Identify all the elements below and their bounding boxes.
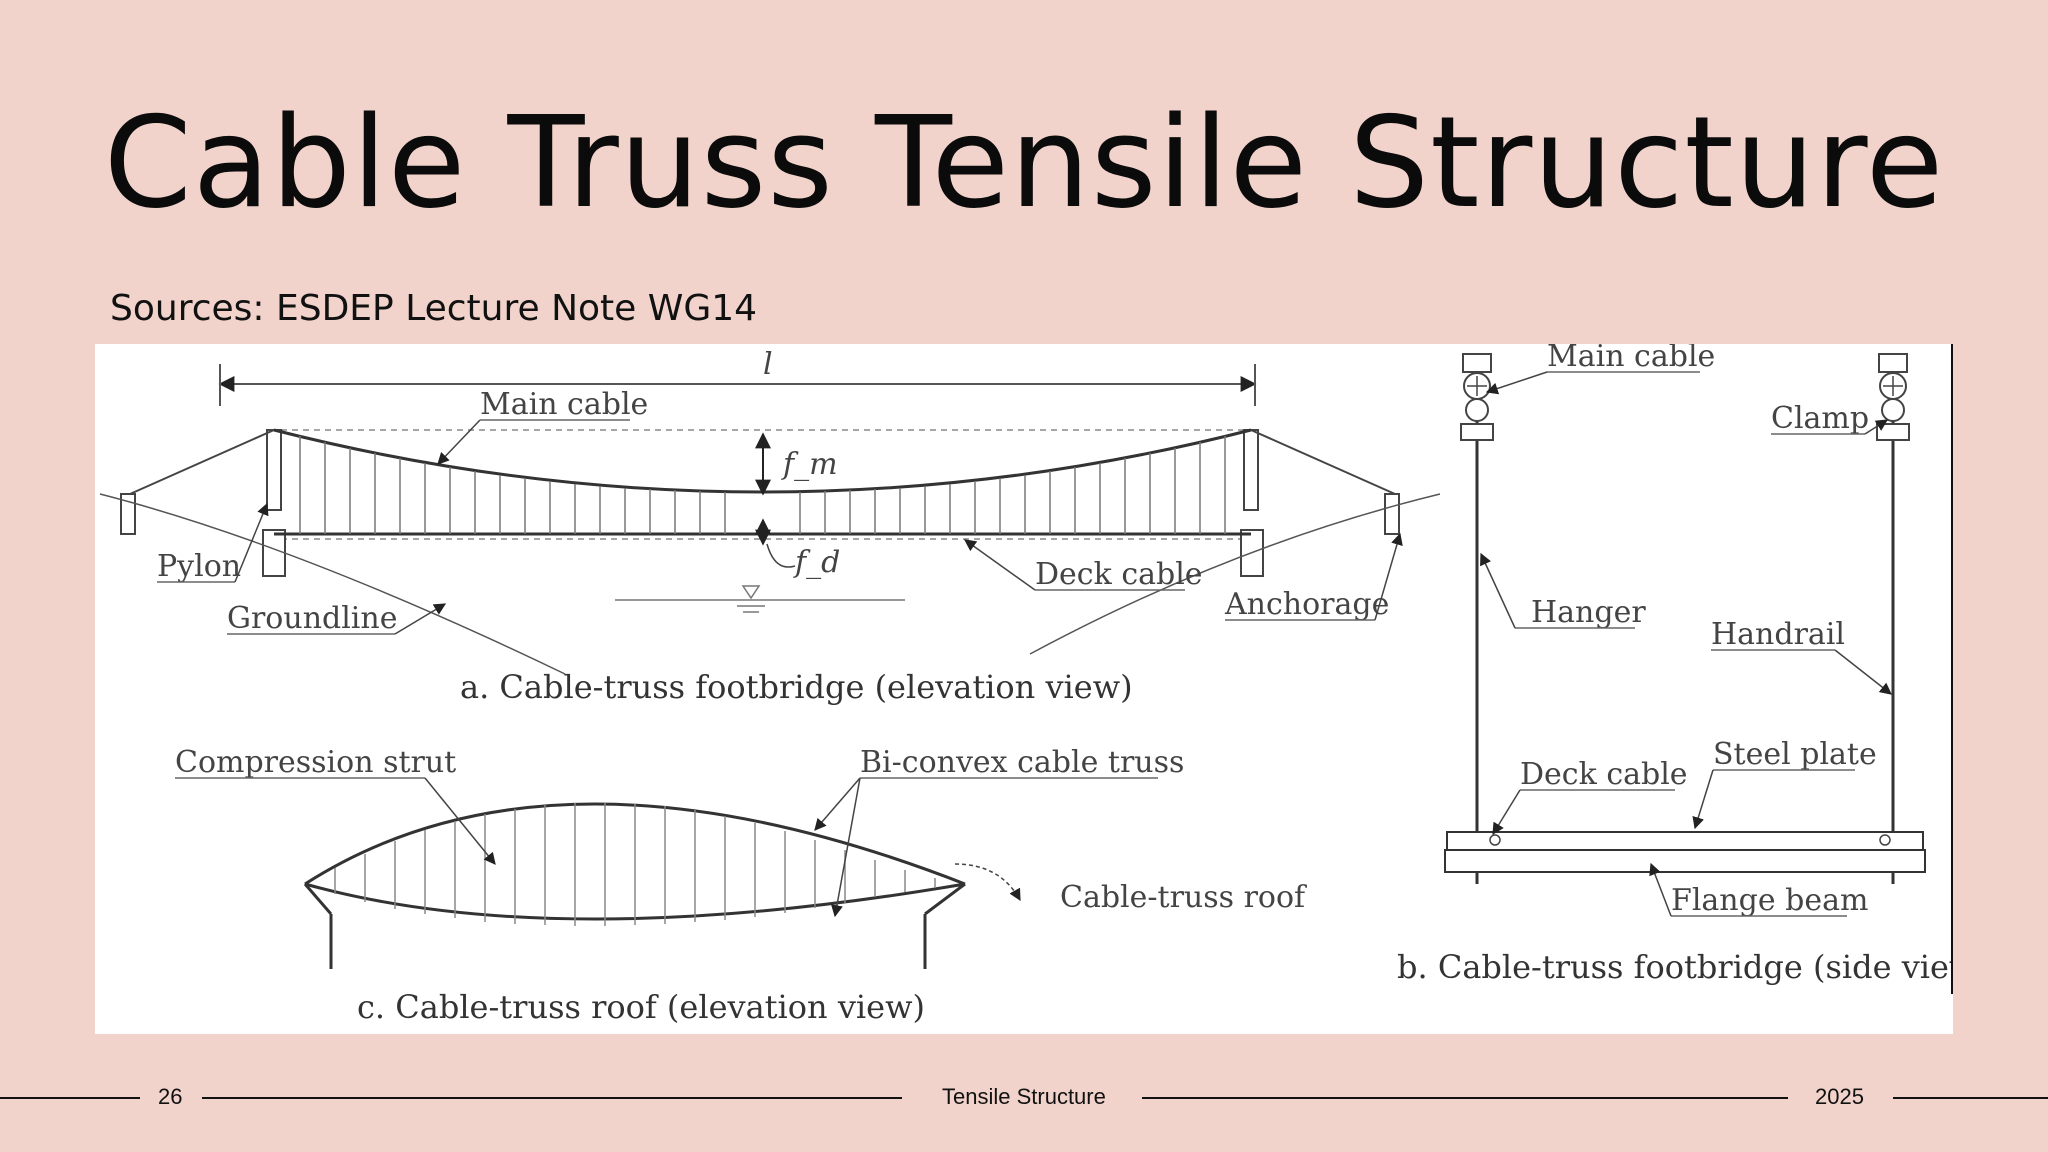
elevation-view: l: [99, 347, 1441, 706]
hanger-label: Hanger: [1531, 595, 1646, 630]
deck-plate: [1446, 831, 1924, 851]
roof-caption: c. Cable-truss roof (elevation view): [357, 988, 925, 1026]
roof-view: Compression strut Bi-convex cable truss …: [175, 745, 1307, 1026]
left-anchorage: [120, 493, 136, 535]
groundline-label: Groundline: [227, 601, 397, 636]
side-deck-cable-label: Deck cable: [1520, 757, 1688, 792]
footer-rule-right: [1893, 1097, 2048, 1099]
footer-rule-left: [0, 1097, 140, 1099]
deck-cable-label: Deck cable: [1035, 557, 1203, 592]
compression-strut-label: Compression strut: [175, 745, 456, 780]
biconvex-cable-truss-label: Bi-convex cable truss: [860, 745, 1184, 780]
page-number: 26: [158, 1084, 183, 1109]
right-main-cable-clamp: [1878, 353, 1908, 373]
clamp-label: Clamp: [1771, 401, 1869, 436]
flange-beam-label: Flange beam: [1671, 883, 1868, 918]
flange-beam: [1444, 849, 1926, 873]
pylon-label: Pylon: [157, 549, 241, 584]
main-cable-label: Main cable: [480, 387, 648, 422]
footer-rule-mid-right: [1142, 1097, 1788, 1099]
side-view: Main cable Clamp Hanger Handrail Steel p…: [1397, 344, 1953, 994]
right-pylon: [1243, 429, 1259, 511]
roof-top-cable: [304, 802, 966, 886]
steel-plate-label: Steel plate: [1713, 737, 1877, 772]
cable-truss-figure: l: [95, 344, 1953, 1034]
elevation-caption: a. Cable-truss footbridge (elevation vie…: [460, 668, 1133, 706]
slide-title: Cable Truss Tensile Structure: [103, 89, 1945, 236]
left-main-cable-clamp: [1462, 353, 1492, 373]
cable-truss-roof-label: Cable-truss roof: [1060, 880, 1307, 915]
sag-deck-label: f_d: [793, 545, 840, 580]
span-label: l: [763, 347, 773, 382]
sag-main-label: f_m: [781, 447, 838, 482]
sources-note: Sources: ESDEP Lecture Note WG14: [110, 288, 758, 329]
footer-rule-mid-left: [202, 1097, 902, 1099]
footer-year: 2025: [1815, 1084, 1864, 1109]
handrail-label: Handrail: [1711, 617, 1845, 652]
roof-bottom-cable: [304, 882, 966, 921]
side-main-cable-label: Main cable: [1547, 344, 1715, 374]
left-pylon: [266, 429, 282, 511]
left-groundline: [99, 493, 566, 675]
footer-title: Tensile Structure: [942, 1084, 1106, 1109]
right-anchorage: [1384, 493, 1400, 535]
side-caption: b. Cable-truss footbridge (side view): [1397, 948, 1953, 986]
right-groundline: [1029, 493, 1441, 655]
anchorage-label: Anchorage: [1224, 587, 1389, 622]
